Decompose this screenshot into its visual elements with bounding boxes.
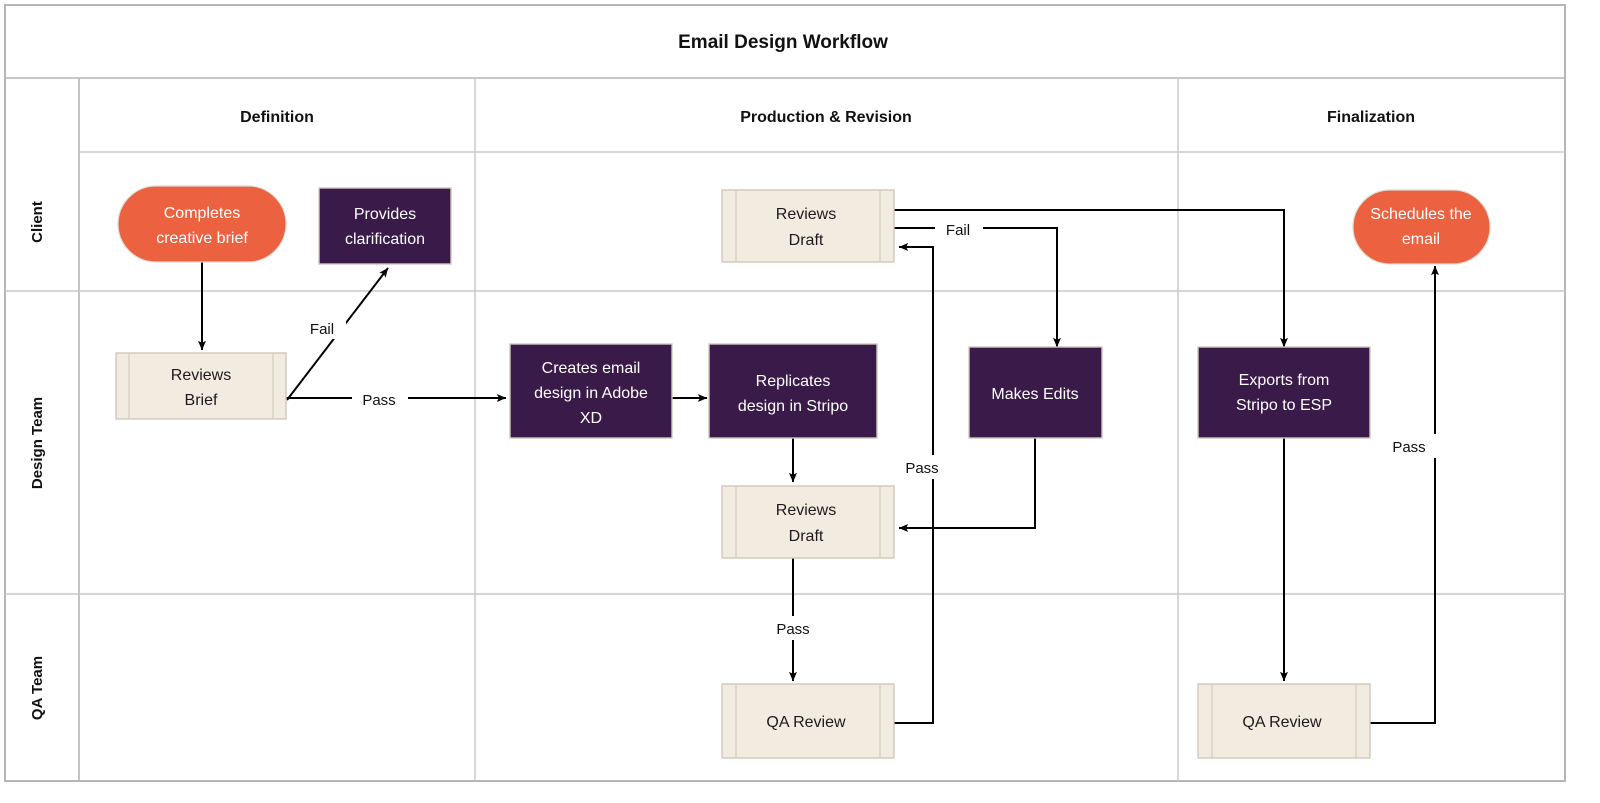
node-design-reviews-draft[interactable]: Reviews Draft: [721, 485, 895, 559]
node-completes-creative-brief[interactable]: Completes creative brief: [117, 185, 287, 263]
node-label-line: Stripo to ESP: [1236, 397, 1332, 414]
node-label-line: Draft: [789, 528, 824, 545]
node-label-line: Reviews: [776, 206, 836, 223]
edge-qa-final-pass: [1351, 265, 1439, 724]
edge-makes-edits-to-draft: [898, 438, 1036, 532]
node-label-line: XD: [580, 410, 602, 427]
node-label-line: clarification: [345, 231, 425, 248]
node-label-line: Reviews: [776, 502, 836, 519]
page-title: Email Design Workflow: [678, 32, 888, 53]
node-label-line: Schedules the: [1370, 206, 1472, 223]
node-label-line: Creates email: [542, 360, 641, 377]
phase-header-definition: Definition: [240, 109, 314, 126]
phase-header-finalization: Finalization: [1327, 109, 1415, 126]
phase-header-production: Production & Revision: [740, 109, 912, 126]
edge-label-pass-brief: Pass: [362, 392, 395, 409]
flow-connectors: [198, 209, 1439, 724]
lane-label-client: Client: [29, 201, 46, 243]
node-provides-clarification[interactable]: Provides clarification: [318, 187, 452, 265]
node-exports-from-stripo[interactable]: Exports from Stripo to ESP: [1197, 346, 1371, 439]
node-label-line: Draft: [789, 232, 824, 249]
edge-label-pass-qa-client: Pass: [905, 460, 938, 477]
node-label-line: QA Review: [1242, 714, 1322, 731]
node-qa-review-finalization[interactable]: QA Review: [1197, 683, 1371, 759]
node-label-line: Makes Edits: [991, 386, 1078, 403]
node-label-line: QA Review: [766, 714, 846, 731]
node-client-reviews-draft[interactable]: Reviews Draft: [721, 189, 895, 263]
lane-label-design-team: Design Team: [29, 397, 46, 489]
node-qa-review-production[interactable]: QA Review: [721, 683, 895, 759]
node-schedules-the-email[interactable]: Schedules the email: [1352, 189, 1491, 265]
node-makes-edits[interactable]: Makes Edits: [968, 346, 1103, 439]
edge-label-fail-brief: Fail: [310, 321, 334, 338]
node-label-line: Reviews: [171, 367, 231, 384]
node-label-line: design in Stripo: [738, 398, 848, 415]
edge-client-draft-to-exports: [876, 209, 1288, 348]
edge-labels: Fail Pass Pass Pass Fail Pass: [300, 217, 1438, 640]
edge-label-pass-final: Pass: [1392, 439, 1425, 456]
node-label-line: creative brief: [156, 230, 248, 247]
edge-qa-to-client-draft-pass: [876, 243, 934, 724]
node-label-line: design in Adobe: [534, 385, 648, 402]
node-reviews-brief[interactable]: Reviews Brief: [115, 352, 287, 420]
node-label-line: Brief: [185, 392, 218, 409]
node-label-line: Exports from: [1239, 372, 1330, 389]
edge-label-pass-draft-qa: Pass: [776, 621, 809, 638]
diagram-frame: [4, 4, 1566, 782]
edge-label-fail-client-draft: Fail: [946, 222, 970, 239]
node-creates-email-design[interactable]: Creates email design in Adobe XD: [509, 343, 673, 439]
node-label-line: Replicates: [756, 373, 831, 390]
node-label-line: email: [1402, 231, 1440, 248]
edge-client-draft-fail: [876, 227, 1061, 348]
node-replicates-design[interactable]: Replicates design in Stripo: [708, 343, 878, 439]
node-label-line: Provides: [354, 206, 416, 223]
node-label-line: Completes: [164, 205, 240, 222]
lane-label-qa-team: QA Team: [29, 656, 46, 720]
